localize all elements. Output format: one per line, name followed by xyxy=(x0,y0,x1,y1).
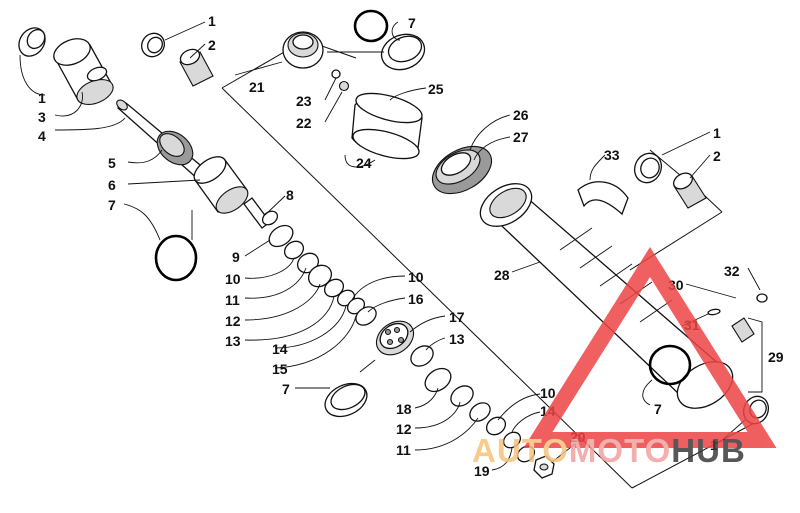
fitting-29-32 xyxy=(707,293,768,343)
piston-17 xyxy=(375,320,415,356)
callout-11b: 11 xyxy=(396,442,411,458)
callout-7a: 7 xyxy=(108,197,116,213)
callout-1a: 1 xyxy=(208,13,216,29)
washer-stack-left xyxy=(261,210,377,326)
spacer-sleeve-1 xyxy=(141,32,165,58)
callout-1c: 1 xyxy=(713,125,721,141)
watermark-text: AUTOMOTOHUB xyxy=(472,432,746,469)
watermark-auto: AUTO xyxy=(472,432,569,469)
callout-1b: 1 xyxy=(38,90,46,106)
callout-2b: 2 xyxy=(713,148,721,164)
callout-12a: 12 xyxy=(225,313,241,329)
washer-stack-right xyxy=(410,345,536,463)
callout-3: 3 xyxy=(38,109,46,125)
callout-22: 22 xyxy=(296,115,312,131)
spring-collar-26-27 xyxy=(431,145,493,195)
o-ring-7-body xyxy=(648,344,692,386)
callout-7b: 7 xyxy=(282,381,290,397)
callout-16: 16 xyxy=(408,291,424,307)
callout-21: 21 xyxy=(249,79,265,95)
watermark-moto: MOTO xyxy=(569,432,671,469)
callout-10b: 10 xyxy=(408,269,424,285)
ring-7-top xyxy=(380,33,426,71)
bumper-5 xyxy=(156,130,194,166)
seal-ring-7-lower xyxy=(324,382,368,418)
callout-7c: 7 xyxy=(408,15,416,31)
callout-26: 26 xyxy=(513,107,529,123)
callout-5: 5 xyxy=(108,155,116,171)
callout-27: 27 xyxy=(513,129,529,145)
callout-11a: 11 xyxy=(225,292,240,308)
callout-29: 29 xyxy=(768,349,784,365)
cap-21 xyxy=(282,31,324,69)
watermark-hub: HUB xyxy=(671,432,746,469)
watermark-triangle-icon xyxy=(523,246,777,448)
callout-23: 23 xyxy=(296,93,312,109)
callout-8: 8 xyxy=(286,187,294,203)
callout-15: 15 xyxy=(272,361,288,377)
watermark-logo: AUTOMOTOHUB xyxy=(472,246,777,469)
callout-7d: 7 xyxy=(654,401,662,417)
sleeve-2 xyxy=(179,48,214,87)
callout-4: 4 xyxy=(38,128,46,144)
callout-10a: 10 xyxy=(225,271,241,287)
callout-18: 18 xyxy=(396,401,412,417)
callout-33: 33 xyxy=(604,147,620,163)
callout-32: 32 xyxy=(724,263,740,279)
callout-13b: 13 xyxy=(449,331,465,347)
end-cap-6 xyxy=(193,156,249,214)
callout-12b: 12 xyxy=(396,421,412,437)
nut-20 xyxy=(533,455,555,479)
callout-14a: 14 xyxy=(272,341,288,357)
leader-lines xyxy=(19,21,763,471)
bushing-top-left xyxy=(18,27,46,57)
bracket-33 xyxy=(577,181,629,216)
sleeve-2-right xyxy=(673,172,707,209)
o-ring-top xyxy=(353,9,389,43)
callout-17: 17 xyxy=(449,309,465,325)
callout-10c: 10 xyxy=(540,385,556,401)
callout-13a: 13 xyxy=(225,333,241,349)
bladder-24-25 xyxy=(351,92,423,160)
callout-6: 6 xyxy=(108,177,116,193)
shock-body-28 xyxy=(479,183,734,409)
callout-28: 28 xyxy=(494,267,510,283)
eyelet-body-3 xyxy=(53,38,114,105)
callout-numbers: 1 2 1 3 4 5 6 7 8 9 10 11 12 13 14 15 7 … xyxy=(38,13,784,479)
bushing-1-right xyxy=(633,152,663,184)
callout-2a: 2 xyxy=(208,37,216,53)
callout-25: 25 xyxy=(428,81,444,97)
callout-24: 24 xyxy=(356,155,372,171)
callout-19: 19 xyxy=(474,463,490,479)
callout-9: 9 xyxy=(232,249,240,265)
o-ring-7-left xyxy=(154,234,198,282)
